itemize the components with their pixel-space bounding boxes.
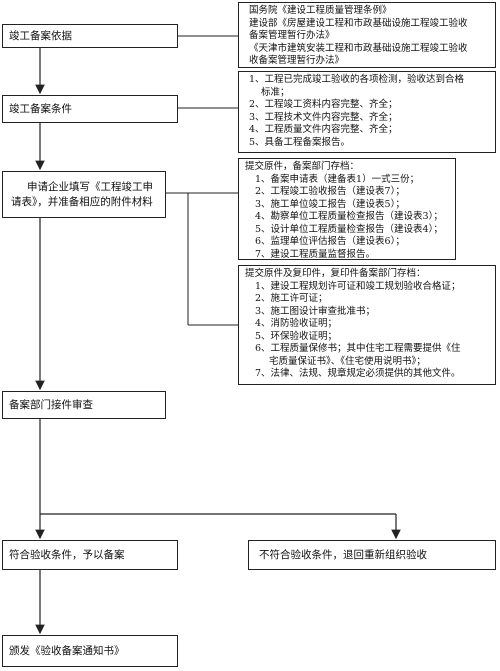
- copies-item-5: 5、环保验收证明；: [255, 330, 338, 342]
- originals-notes-box: 提交原件，备案部门存档： 1、备案申请表（建备表1）一式三份； 2、工程竣工验收…: [238, 158, 456, 260]
- step-reject: 不符合验收条件，退回重新组织验收: [248, 540, 496, 570]
- step-apply-line-1: 申请企业填写《工程竣工申: [27, 181, 153, 193]
- originals-item-1: 1、备案申请表（建备表1）一式三份；: [255, 173, 420, 185]
- copies-item-3: 3、施工图设计审查批准书；: [255, 305, 376, 317]
- step-dept-review: 备案部门接件审查: [2, 391, 166, 419]
- originals-item-7: 7、建设工程质量监督报告。: [255, 248, 376, 260]
- condition-2: 2、工程竣工资料内容完整、齐全；: [249, 99, 398, 110]
- copies-item-1: 1、建设工程规划许可证和竣工规划验收合格证；: [255, 280, 461, 292]
- step-issue-notice: 颁发《验收备案通知书》: [2, 635, 178, 667]
- step-apply-fill-form: 申请企业填写《工程竣工申 请表》，并准备相应的附件材料: [2, 171, 166, 218]
- basis-note-4: 《天津市建筑安装工程和市政基础设施工程竣工验收: [249, 42, 468, 54]
- copies-item-6: 6、工程质量保修书；其中住宅工程需要提供《住: [255, 343, 461, 354]
- step-approve: 符合验收条件，予以备案: [2, 540, 178, 570]
- basis-note-3: 备案管理暂行办法》: [249, 30, 335, 41]
- step-dept-review-label: 备案部门接件审查: [9, 398, 93, 411]
- step-reject-label: 不符合验收条件，退回重新组织验收: [259, 548, 427, 561]
- originals-header: 提交原件，备案部门存档：: [245, 161, 360, 172]
- step-approve-label: 符合验收条件，予以备案: [9, 548, 125, 561]
- basis-notes-box: 国务院《建设工程质量管理条例》 建设部《房屋建设工程和市政基础设施工程竣工验收 …: [238, 2, 496, 68]
- basis-note-5: 收备案管理暂行办法》: [249, 55, 345, 66]
- condition-1-cont: 标准；: [261, 86, 290, 98]
- copies-item-6-cont: 宅质量保证书》、《住宅使用说明书》；: [269, 355, 426, 367]
- copies-item-4: 4、消防验收证明；: [255, 318, 338, 329]
- condition-4: 4、工程质量文件内容完整、齐全；: [249, 124, 398, 135]
- condition-1: 1、工程已完成竣工验收的各项检测，验收达到合格: [249, 74, 465, 85]
- copies-header: 提交原件及复印件，复印件备案部门存档：: [245, 268, 426, 279]
- originals-item-3: 3、施工单位竣工报告（建设表5）；: [255, 198, 405, 210]
- copies-item-7: 7、法律、法规、规章规定必须提供的其他文件。: [255, 368, 461, 379]
- originals-item-2: 2、工程竣工验收报告（建设表7）；: [255, 186, 405, 197]
- step-filing-conditions-label: 竣工备案条件: [9, 102, 72, 115]
- basis-note-2: 建设部《房屋建设工程和市政基础设施工程竣工验收: [249, 17, 468, 29]
- step-filing-conditions: 竣工备案条件: [2, 95, 178, 123]
- condition-3: 3、工程技术文件内容完整、齐全；: [249, 111, 398, 123]
- originals-item-4: 4、勘察单位工程质量检查报告（建设表3）；: [255, 211, 443, 222]
- condition-5: 5、具备工程备案报告。: [249, 136, 351, 148]
- step-filing-basis-label: 竣工备案依据: [9, 29, 72, 42]
- originals-item-6: 6、监理单位评估报告（建设表6）；: [255, 236, 405, 247]
- basis-note-1: 国务院《建设工程质量管理条例》: [249, 5, 392, 16]
- copies-notes-box: 提交原件及复印件，复印件备案部门存档： 1、建设工程规划许可证和竣工规划验收合格…: [238, 265, 496, 385]
- step-issue-notice-label: 颁发《验收备案通知书》: [9, 644, 125, 657]
- step-apply-line-2: 请表》，并准备相应的附件材料: [11, 196, 153, 208]
- originals-item-5: 5、设计单位工程质量检查报告（建设表4）；: [255, 223, 443, 235]
- step-filing-basis: 竣工备案依据: [2, 24, 178, 48]
- conditions-notes-box: 1、工程已完成竣工验收的各项检测，验收达到合格 标准； 2、工程竣工资料内容完整…: [238, 71, 496, 153]
- copies-item-2: 2、施工许可证；: [255, 293, 328, 304]
